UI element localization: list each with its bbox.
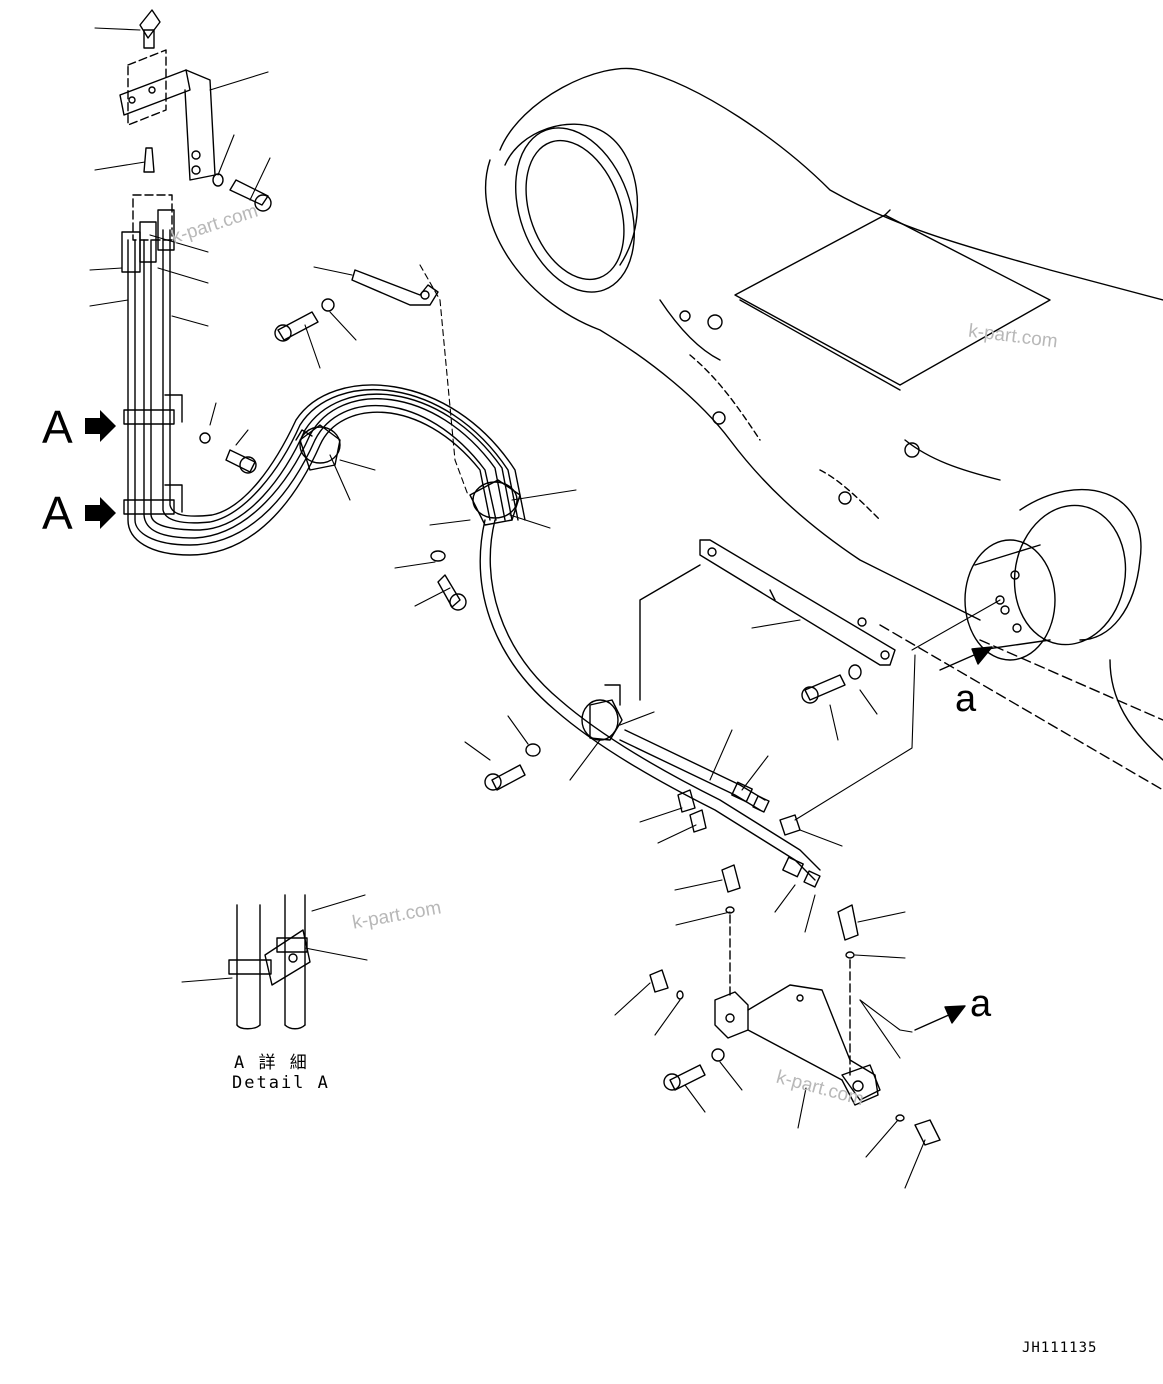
direction-arrows	[914, 646, 993, 1031]
detail-a-caption: Detail A	[232, 1073, 330, 1093]
view-a-label-lower: A	[42, 487, 73, 539]
detail-a-kanji-label: A 詳 細	[234, 1053, 309, 1073]
ref-a-label-lower: a	[970, 983, 992, 1025]
view-a-label-upper: A	[42, 401, 73, 453]
mid-bracket	[274, 269, 439, 342]
leader-lines	[89, 27, 1001, 1189]
detail-a-view	[228, 894, 311, 1030]
view-arrow-upper-icon	[85, 410, 116, 442]
loader-arm-frame	[485, 67, 1163, 791]
lower-bracket	[714, 984, 881, 1106]
top-bracket-assembly	[119, 9, 272, 241]
bolts	[199, 432, 725, 1091]
view-arrow-lower-icon	[85, 497, 116, 529]
plate	[639, 539, 896, 704]
drawing-number: JH111135	[1022, 1340, 1098, 1356]
vertical-hoses	[121, 209, 821, 881]
ref-a-label-right: a	[955, 678, 977, 720]
hose-clamps	[295, 424, 623, 741]
lower-fittings	[649, 781, 941, 1146]
